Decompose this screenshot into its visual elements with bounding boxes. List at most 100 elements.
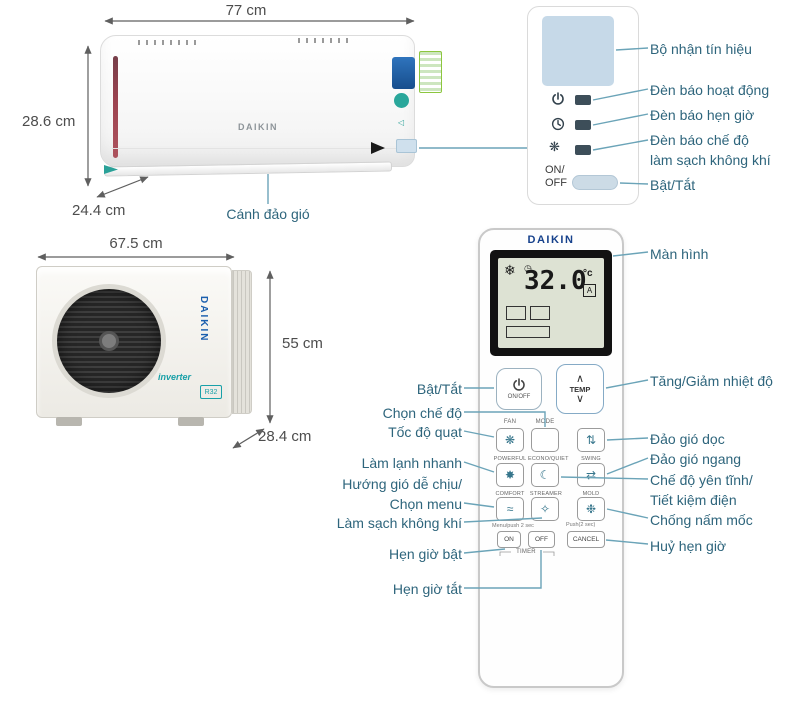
indoor-height-dimension: 28.6 cm: [22, 113, 76, 130]
operation-led: [575, 95, 591, 105]
swing-vertical-button: ⇅: [577, 428, 605, 452]
swing-button-label: SWING: [581, 456, 601, 462]
fan-callout-label: Tốc độ quạt: [388, 424, 462, 440]
remote-brand-logo: DAIKIN: [527, 234, 575, 246]
indoor-top-vent-left: [138, 40, 196, 45]
swing-horizontal-icon: ⇄: [585, 468, 597, 482]
outdoor-foot-left: [56, 417, 82, 426]
streamer-button: ✧: [531, 497, 559, 521]
comfort-note: Menu/push 2 sec: [492, 523, 534, 529]
lcd-segment-2: [530, 306, 550, 320]
clean-led-label-2: làm sạch không khí: [650, 152, 771, 168]
fan-button: ❋: [496, 428, 524, 452]
lcd-segment-1: [506, 306, 526, 320]
receiver-mark-icon: ◁: [398, 118, 405, 127]
econo-icon: ☾: [539, 468, 551, 482]
fan-icon: ❋: [504, 433, 516, 447]
screen-callout-label: Màn hình: [650, 246, 709, 262]
indoor-round-sticker: [394, 93, 409, 108]
econo-button-label: ECONO/QUIET: [528, 456, 569, 462]
panel-onoff-label: Bật/Tắt: [650, 177, 696, 193]
powerful-button-label: POWERFUL: [493, 456, 527, 462]
mold-callout-label: Chống nấm mốc: [650, 512, 753, 528]
indoor-energy-label: [419, 51, 442, 93]
timer-on-button: ON: [497, 531, 521, 548]
streamer-button-label: STREAMER: [529, 491, 563, 497]
inverter-badge: inverter: [158, 372, 192, 382]
outdoor-brand-logo: DAIKIN: [198, 296, 209, 343]
outdoor-width-dimension: 67.5 cm: [109, 235, 163, 252]
panel-onoff-button: [572, 175, 618, 190]
refrigerant-badge: R32: [200, 385, 222, 399]
mode-button: [531, 428, 559, 452]
temp-callout-label: Tăng/Giảm nhiệt độ: [650, 373, 773, 389]
streamer-callout-label: Làm sạch không khí: [336, 515, 462, 531]
outdoor-fan-hub: [99, 331, 119, 351]
onoff-callout-label: Bật/Tắt: [416, 381, 462, 397]
comfort-button-label: COMFORT: [495, 491, 525, 497]
mold-icon: ❉: [585, 502, 597, 516]
outdoor-height-dimension: 55 cm: [282, 335, 323, 352]
indoor-depth-dimension: 24.4 cm: [72, 202, 126, 219]
indoor-accent-stripe: [113, 56, 118, 158]
deflector-teal-tip: [104, 165, 118, 174]
powerful-callout-label: Làm lạnh nhanh: [361, 455, 462, 471]
mold-button: ❉: [577, 497, 605, 521]
temp-down-icon: ∨: [575, 392, 585, 405]
streamer-icon: ✧: [539, 502, 551, 516]
lcd-temperature: 32.0: [524, 266, 587, 296]
quiet-callout-label-1: Chế độ yên tĩnh/: [650, 472, 753, 488]
mold-button-label: MOLD: [582, 491, 600, 497]
air-clean-icon: ❋: [549, 139, 560, 154]
onoff-button-text: ON/OFF: [507, 394, 531, 400]
comfort-icon: ≈: [506, 502, 514, 516]
lcd-temp-unit: °c: [583, 268, 593, 279]
swing-vertical-icon: ⇅: [585, 433, 597, 447]
deflector-label: Cánh đảo gió: [226, 206, 310, 222]
outdoor-foot-right: [178, 417, 204, 426]
signal-receiver-window: [542, 16, 614, 86]
clean-led-label-1: Đèn báo chế độ: [650, 132, 749, 148]
panel-onoff-text: ON/ OFF: [545, 164, 567, 189]
indoor-sticker-badge: [392, 57, 415, 89]
lcd-clock-icon: ◷: [524, 263, 532, 273]
temp-button-text: TEMP: [569, 384, 591, 394]
swing-horizontal-button: ⇄: [577, 463, 605, 487]
indoor-width-dimension: 77 cm: [225, 2, 267, 19]
lcd-segment-3: [506, 326, 550, 338]
mode-callout-label: Chọn chế độ: [382, 405, 462, 421]
remote-display: ❄ ◷ 32.0 °c A: [498, 258, 604, 348]
outdoor-fan-grille: [52, 284, 166, 398]
timer-off-button: OFF: [528, 531, 555, 548]
indoor-top-vent-right: [298, 38, 350, 43]
lcd-mode-indicator: A: [583, 284, 596, 297]
timer-led-label: Đèn báo hẹn giờ: [650, 107, 755, 123]
mold-note: Push(2 sec): [566, 522, 596, 528]
air-clean-led: [575, 145, 591, 155]
econo-quiet-button: ☾: [531, 463, 559, 487]
snowflake-icon: ❄: [504, 262, 516, 278]
outdoor-depth-dimension: 28.4 cm: [258, 428, 312, 445]
indoor-panel-seam: [112, 148, 408, 149]
comfort-callout-label-2: Chọn menu: [389, 496, 462, 512]
quiet-callout-label-2: Tiết kiệm điện: [650, 492, 737, 508]
outdoor-side-vents: [232, 270, 252, 414]
comfort-button: ≈: [496, 497, 524, 521]
powerful-icon: ✸: [504, 468, 516, 482]
timer-on-callout-label: Hẹn giờ bật: [388, 546, 462, 562]
receiver-label: Bộ nhận tín hiệu: [650, 41, 752, 57]
clock-icon: [551, 117, 565, 131]
cancel-callout-label: Huỷ hẹn giờ: [650, 538, 727, 554]
indoor-brand-logo: DAIKIN: [238, 122, 278, 132]
onoff-button: ON/OFF: [496, 368, 542, 410]
timer-group-label: TIMER: [516, 549, 536, 555]
power-icon: [513, 378, 525, 391]
temp-rocker-button: ∧ TEMP ∨: [556, 364, 604, 414]
powerful-button: ✸: [496, 463, 524, 487]
indoor-signal-receiver: [396, 139, 417, 153]
swing-vertical-callout-label: Đảo gió dọc: [650, 431, 725, 447]
fan-button-label: FAN: [503, 419, 517, 425]
temp-up-icon: ∧: [575, 372, 585, 385]
timer-off-callout-label: Hẹn giờ tắt: [392, 581, 462, 597]
